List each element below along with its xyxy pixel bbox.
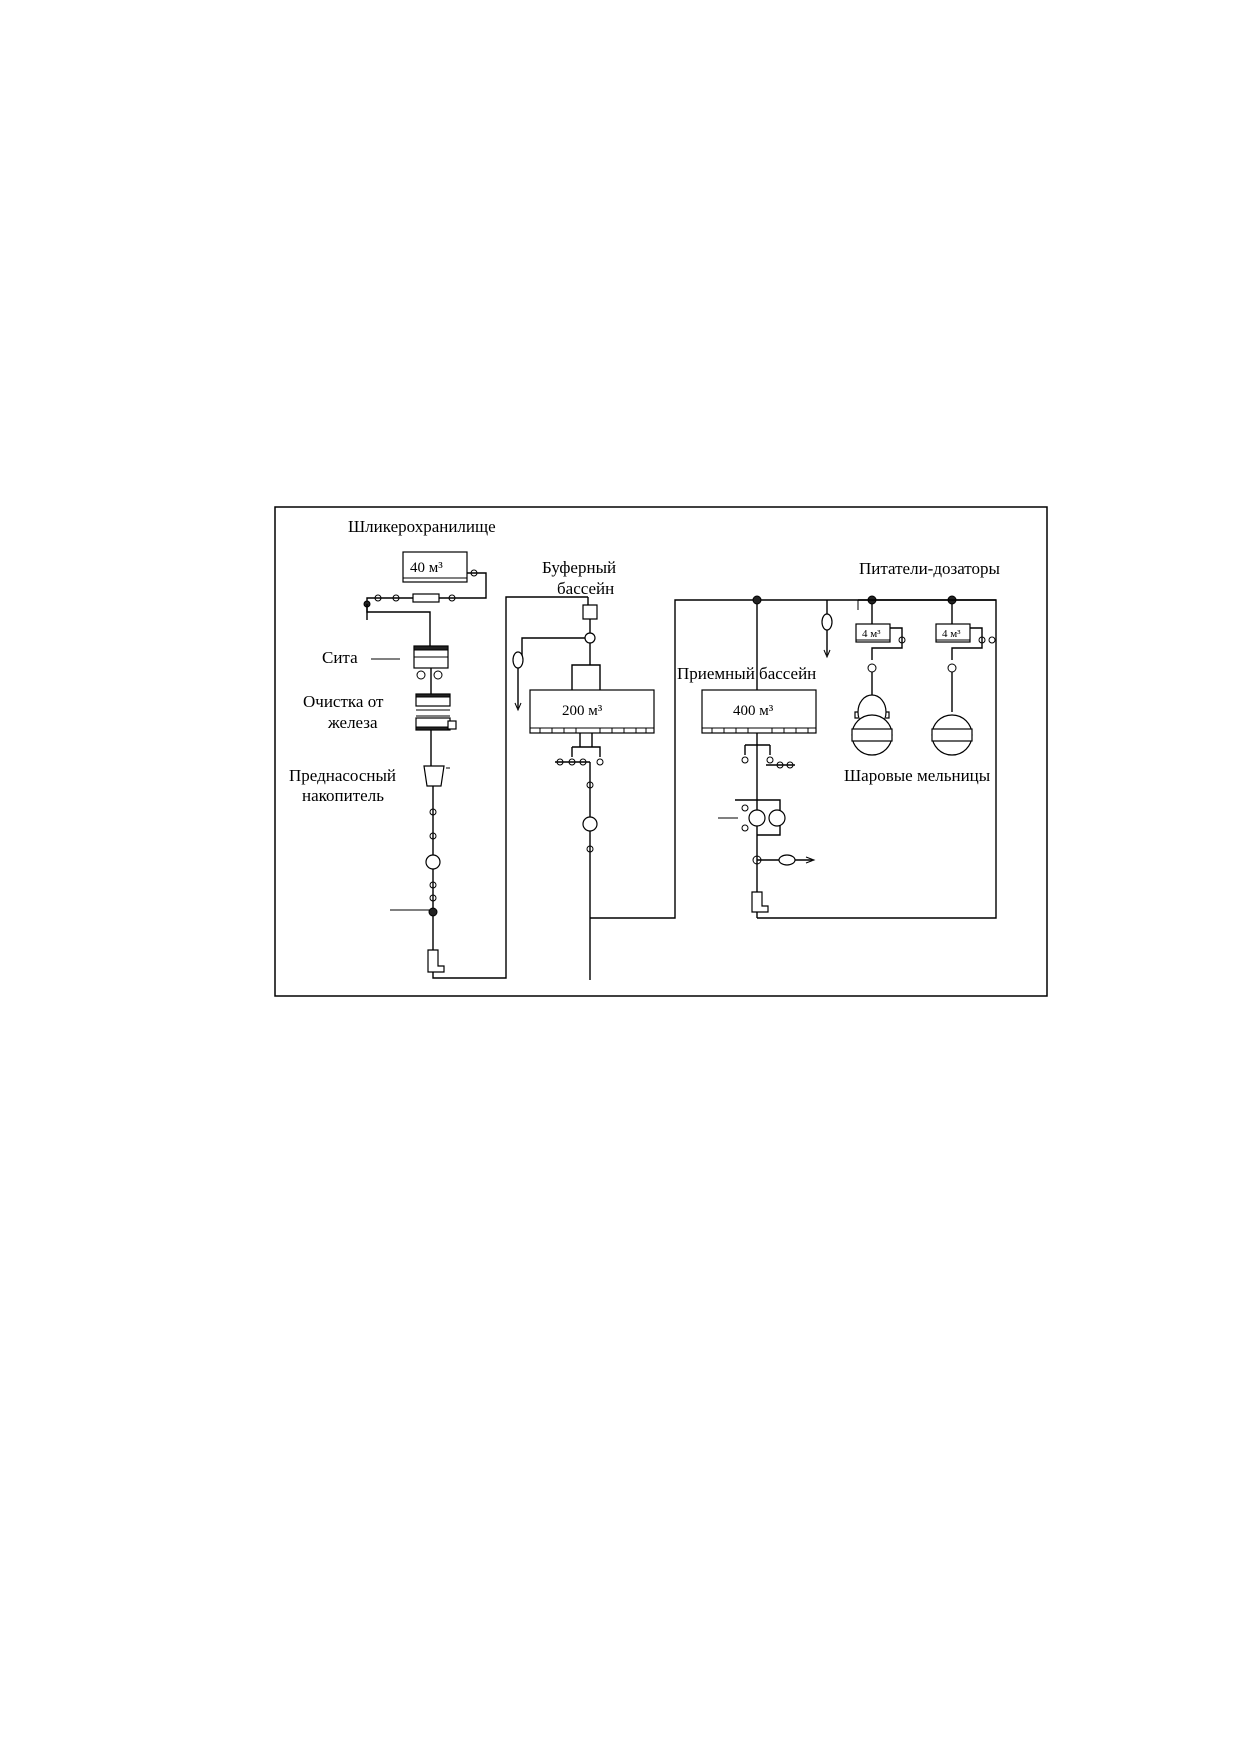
label-sieves: Сита bbox=[322, 648, 358, 667]
pump-icon bbox=[582, 816, 598, 832]
valve-icon bbox=[429, 832, 437, 840]
valve-icon bbox=[586, 845, 594, 853]
valve-icon bbox=[584, 632, 596, 644]
pump-icon bbox=[748, 809, 766, 827]
valve-icon bbox=[556, 758, 564, 766]
diagram-frame bbox=[274, 506, 1048, 997]
label-iron-removal-line1: Очистка от bbox=[303, 692, 384, 711]
valve-icon bbox=[752, 595, 762, 605]
hydrocyclone-icon bbox=[427, 949, 445, 973]
slip-storage-tank bbox=[402, 551, 468, 583]
receiving-pool-volume: 400 м³ bbox=[733, 703, 774, 719]
valve-icon bbox=[579, 758, 587, 766]
filter-icon bbox=[412, 593, 440, 603]
valve-icon bbox=[470, 569, 478, 577]
valve-icon bbox=[448, 594, 456, 602]
buffer-tank-ticks bbox=[539, 728, 647, 733]
feeder-2-volume: 4 м³ bbox=[942, 628, 961, 640]
feeder-1-volume: 4 м³ bbox=[862, 628, 881, 640]
valve-icon bbox=[586, 781, 594, 789]
label-buffer-pool-line2: бассейн bbox=[557, 579, 614, 598]
flow-meter-icon bbox=[778, 854, 796, 866]
buffer-inlet-icon bbox=[582, 604, 598, 620]
valve-icon bbox=[374, 594, 382, 602]
label-receiving-pool: Приемный бассейн bbox=[677, 664, 816, 683]
receiving-pool-tank bbox=[701, 689, 817, 734]
pump-icon bbox=[425, 854, 441, 870]
valve-icon bbox=[428, 907, 438, 917]
valve-icon bbox=[429, 894, 437, 902]
pump-icon bbox=[768, 809, 786, 827]
valve-icon bbox=[429, 881, 437, 889]
hydrocyclone-icon bbox=[751, 891, 769, 913]
slip-storage-volume: 40 м³ bbox=[410, 560, 443, 576]
valve-icon bbox=[867, 663, 877, 673]
valve-icon bbox=[392, 594, 400, 602]
valve-icon bbox=[947, 663, 957, 673]
valve-icon bbox=[429, 808, 437, 816]
label-pre-pump-line2: накопитель bbox=[302, 786, 384, 805]
flow-meter-icon bbox=[821, 613, 833, 631]
buffer-pool-volume: 200 м³ bbox=[562, 703, 603, 719]
label-iron-removal-line2: железа bbox=[327, 713, 378, 732]
buffer-pool-tank bbox=[529, 689, 655, 734]
label-pre-pump-line1: Преднасосный bbox=[289, 766, 396, 785]
valve-icon bbox=[786, 761, 794, 769]
label-ball-mills: Шаровые мельницы bbox=[844, 766, 991, 785]
flow-meter-icon bbox=[512, 651, 524, 669]
label-feeders: Питатели-дозаторы bbox=[859, 559, 1001, 578]
valve-icon bbox=[752, 855, 762, 865]
label-slip-storage: Шликерохранилище bbox=[348, 517, 496, 536]
feeder-1-tank bbox=[855, 623, 891, 643]
pre-pump-accumulator bbox=[423, 765, 445, 787]
receiving-tank-ticks bbox=[711, 728, 809, 733]
feeder-2-tank bbox=[935, 623, 971, 643]
valve-icon bbox=[776, 761, 784, 769]
label-buffer-pool-line1: Буферный bbox=[542, 558, 616, 577]
